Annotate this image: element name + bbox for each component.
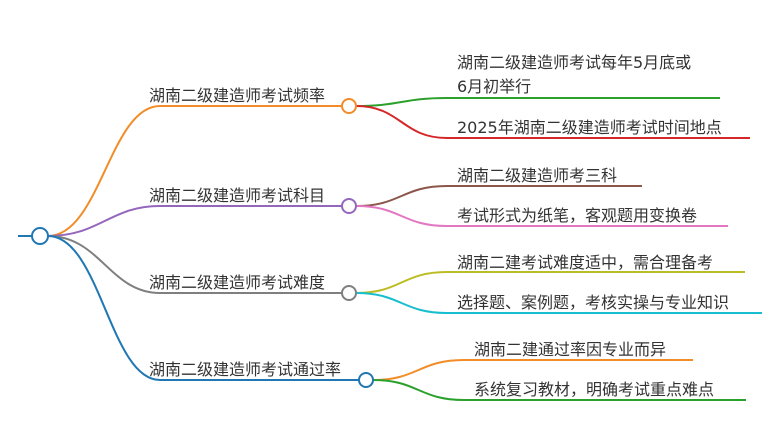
- leaf-edge-3-1: [355, 271, 745, 294]
- leaf-edge-4-1: [372, 359, 693, 381]
- branch-label-3[interactable]: 湖南二级建造师考试难度: [149, 273, 325, 292]
- branch-node-2[interactable]: [341, 198, 357, 214]
- branch-node-3[interactable]: [341, 285, 357, 301]
- edges-layer: [18, 97, 762, 401]
- leaf-label-3-2[interactable]: 选择题、案例题，考核实操与专业知识: [457, 293, 729, 312]
- leaf-label-3-1[interactable]: 湖南二建考试难度适中，需合理备考: [457, 253, 713, 272]
- nodes-layer: 湖南二级建造师考试频率 湖南二级建造师考试每年5月底或 6月初举行 2025年湖南二级…: [31, 53, 729, 399]
- leaf-label-1-1[interactable]: 湖南二级建造师考试每年5月底或: [457, 53, 691, 72]
- leaf-edge-3-2: [355, 292, 762, 314]
- leaf-label-1-2[interactable]: 2025年湖南二级建造师考试时间地点: [457, 118, 722, 137]
- leaf-edge-1-2: [355, 105, 750, 139]
- branch-edge-3: [47, 235, 342, 294]
- branch-node-4[interactable]: [358, 372, 374, 388]
- root-node[interactable]: [31, 227, 49, 245]
- leaf-label-2-2[interactable]: 考试形式为纸笔，客观题用变换卷: [457, 206, 697, 225]
- leaf-label-1-1[interactable]: 6月初举行: [457, 77, 531, 96]
- leaf-edge-1-1: [355, 97, 720, 107]
- leaf-label-2-1[interactable]: 湖南二级建造师考三科: [457, 166, 617, 185]
- leaf-label-4-2[interactable]: 系统复习教材，明确考试重点难点: [474, 380, 714, 399]
- leaf-edge-4-2: [372, 379, 746, 401]
- branch-label-4[interactable]: 湖南二级建造师考试通过率: [149, 360, 341, 379]
- branch-label-1[interactable]: 湖南二级建造师考试频率: [149, 86, 325, 105]
- leaf-label-4-1[interactable]: 湖南二建通过率因专业而异: [474, 340, 666, 359]
- branch-edge-4: [47, 235, 359, 381]
- branch-edge-1: [47, 105, 342, 237]
- leaf-edge-2-2: [355, 205, 728, 227]
- leaf-edge-2-1: [355, 185, 642, 207]
- branch-label-2[interactable]: 湖南二级建造师考试科目: [149, 186, 325, 205]
- branch-node-1[interactable]: [341, 98, 357, 114]
- branch-edge-2: [47, 205, 342, 237]
